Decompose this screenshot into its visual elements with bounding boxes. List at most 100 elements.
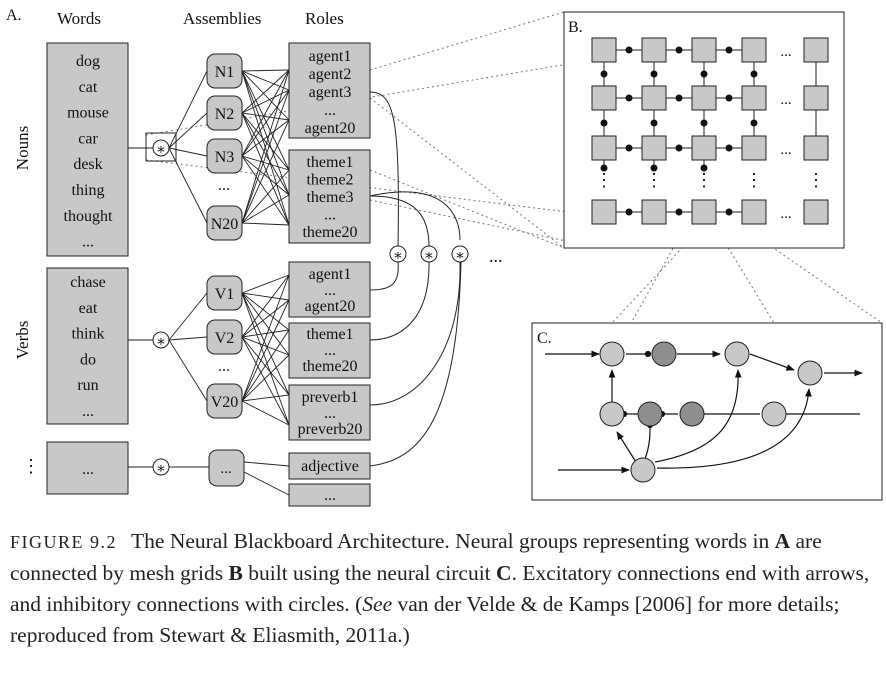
mesh-node bbox=[725, 144, 733, 152]
connection-line bbox=[168, 336, 208, 341]
noun-word: desk bbox=[73, 156, 102, 173]
noun-word: dog bbox=[76, 53, 100, 70]
noun-words-list: dogcatmousecardeskthingthought... bbox=[64, 53, 113, 251]
other-assembly bbox=[208, 449, 245, 487]
role-label: theme20 bbox=[302, 224, 357, 241]
mesh-node bbox=[750, 70, 758, 78]
right-gate bbox=[389, 245, 407, 263]
role-box-theme_verb bbox=[288, 322, 371, 379]
mesh-ellipsis: ... bbox=[780, 206, 791, 222]
right-gate bbox=[420, 245, 438, 263]
noun-assembly bbox=[206, 95, 243, 131]
panel-c bbox=[531, 322, 883, 501]
connection-line bbox=[241, 89, 290, 114]
mesh-node bbox=[650, 119, 658, 127]
noun-gate-box bbox=[145, 132, 177, 162]
mesh-node bbox=[650, 164, 658, 172]
connection-line bbox=[241, 292, 290, 301]
connection-line bbox=[241, 292, 290, 426]
words-header: Words bbox=[57, 9, 101, 28]
role-gate-curves bbox=[369, 91, 462, 467]
mesh-cell bbox=[803, 135, 829, 161]
mesh-cell bbox=[641, 85, 667, 111]
assemblies: N1N2N3...N20V1V2...V20... bbox=[206, 53, 245, 487]
mesh-cell bbox=[691, 85, 717, 111]
mesh-ellipsis: ... bbox=[780, 142, 791, 158]
right-gate-symbol: ∗ bbox=[424, 248, 434, 264]
verb-assembly-label: V20 bbox=[211, 394, 239, 411]
noun-assembly-ellipsis: ... bbox=[218, 177, 230, 194]
mesh-node bbox=[700, 164, 708, 172]
mesh-ellipsis: ... bbox=[780, 44, 791, 60]
mesh-node bbox=[700, 70, 708, 78]
role-label: theme2 bbox=[306, 172, 353, 189]
role-box-adjective bbox=[288, 452, 371, 480]
excitatory-neuron-node bbox=[630, 457, 656, 483]
noun-word: car bbox=[78, 130, 98, 147]
excitatory-neuron-node bbox=[599, 401, 625, 427]
connection-line bbox=[243, 461, 290, 467]
mesh-node bbox=[675, 46, 683, 54]
noun-word: thing bbox=[72, 182, 105, 199]
connection-line bbox=[241, 292, 290, 331]
role-label: theme1 bbox=[306, 154, 353, 171]
mesh-vertical-dots: ⋮ bbox=[695, 170, 713, 190]
connection-line bbox=[168, 147, 208, 157]
noun-word: mouse bbox=[67, 105, 109, 122]
mesh-cell bbox=[641, 135, 667, 161]
connection-line bbox=[168, 292, 208, 341]
noun-assembly bbox=[206, 138, 243, 174]
role-label: theme3 bbox=[306, 189, 353, 206]
connection-line bbox=[241, 70, 290, 196]
verb-assembly bbox=[206, 383, 243, 419]
connection-line bbox=[241, 329, 290, 338]
connection-line bbox=[241, 89, 290, 224]
mesh-node bbox=[675, 144, 683, 152]
mesh-ellipsis: ... bbox=[780, 92, 791, 108]
mesh-grid: .........⋮⋮⋮⋮⋮... bbox=[591, 37, 829, 225]
role-label: ... bbox=[324, 342, 336, 359]
assemblies-header: Assemblies bbox=[183, 9, 261, 28]
connection-line bbox=[241, 69, 290, 72]
role-label: agent20 bbox=[305, 120, 356, 137]
right-gate-symbol: ∗ bbox=[393, 248, 403, 264]
mesh-node bbox=[725, 46, 733, 54]
other-word: ... bbox=[82, 461, 94, 478]
role-box-agent_noun bbox=[288, 42, 371, 139]
mesh-vertical-dots: ⋮ bbox=[745, 170, 763, 190]
other-gate-symbol: ∗ bbox=[156, 461, 166, 477]
roles: agent1agent2agent3...agent20theme1theme2… bbox=[288, 42, 371, 507]
connection-line bbox=[241, 336, 290, 356]
mesh-node bbox=[600, 164, 608, 172]
role-label: adjective bbox=[301, 458, 359, 475]
circuit-connections bbox=[545, 350, 863, 474]
connection-line bbox=[241, 274, 290, 402]
mesh-node bbox=[725, 94, 733, 102]
role-label: theme20 bbox=[302, 358, 357, 375]
noun-assembly-label: N2 bbox=[215, 106, 235, 123]
right-gate-symbol: ∗ bbox=[455, 248, 465, 264]
connection-line bbox=[168, 112, 208, 149]
connection-line bbox=[241, 354, 290, 402]
role-box-other bbox=[288, 483, 371, 507]
mesh-node bbox=[625, 46, 633, 54]
role-label: agent1 bbox=[309, 266, 352, 283]
connection-line bbox=[241, 299, 290, 338]
mesh-vertical-dots: ⋮ bbox=[807, 170, 825, 190]
mesh-node bbox=[600, 70, 608, 78]
connection-line bbox=[241, 69, 290, 157]
verb-word: run bbox=[77, 377, 98, 394]
role-label: ... bbox=[324, 207, 336, 224]
verb-word: eat bbox=[79, 300, 98, 317]
role-label: ... bbox=[324, 487, 336, 504]
noun-word: ... bbox=[82, 234, 94, 251]
mesh-node bbox=[625, 144, 633, 152]
connection-line bbox=[241, 69, 290, 114]
mesh-cell bbox=[741, 135, 767, 161]
noun-assembly bbox=[206, 53, 243, 89]
connection-line bbox=[241, 155, 290, 196]
verb-gate-symbol: ∗ bbox=[156, 334, 166, 350]
right-gate bbox=[451, 245, 469, 263]
mesh-node bbox=[700, 119, 708, 127]
